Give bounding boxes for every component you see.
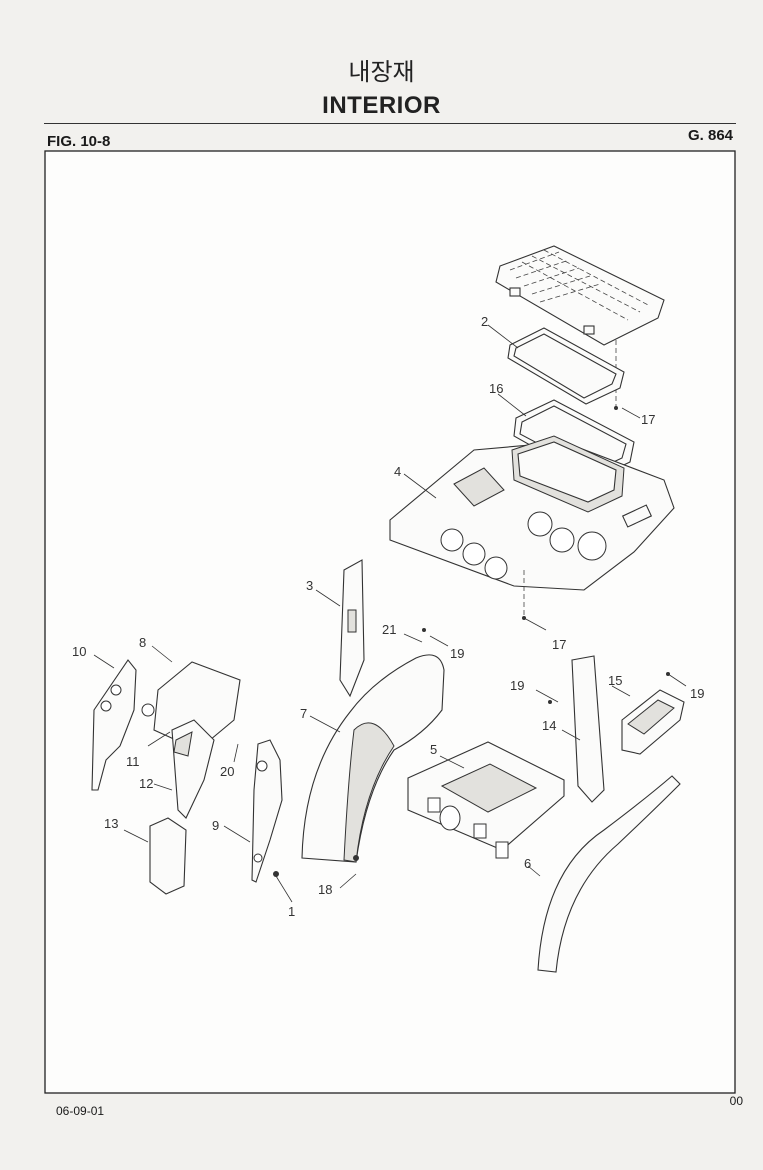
title-english: INTERIOR (322, 92, 441, 119)
callout-15: 15 (608, 673, 622, 688)
callout-2: 2 (481, 314, 488, 329)
part-2-seal (507, 327, 625, 405)
part-10-left-panel (91, 659, 137, 791)
part-6-curved-rail (537, 775, 681, 973)
callout-5: 5 (430, 742, 437, 757)
part-13-bracket (149, 817, 187, 895)
page-number: G. 864 (687, 127, 733, 144)
figure-number: FIG. 10-8 (47, 133, 111, 150)
callout-6: 6 (524, 856, 531, 871)
part-3-pillar-trim (339, 559, 365, 698)
callout-3: 3 (306, 578, 313, 593)
callout-4: 4 (394, 464, 401, 479)
callout-9: 9 (212, 818, 219, 833)
callout-13: 13 (104, 816, 118, 831)
title-korean: 내장재 (348, 58, 415, 86)
callout-19-right: 19 (510, 678, 524, 693)
callout-14: 14 (542, 718, 556, 733)
part-9-side-cover (251, 739, 283, 883)
callout-11: 11 (126, 754, 140, 769)
footer-date-code: 06-09-01 (56, 1104, 105, 1118)
part-15-upper-trim (621, 689, 685, 755)
header-rule (44, 123, 736, 124)
callouts: 2 16 17 4 3 17 21 19 10 8 19 15 19 7 14 … (72, 314, 704, 919)
callout-21: 21 (382, 622, 396, 637)
footer-revision-code: 00 (729, 1094, 743, 1108)
callout-20: 20 (220, 764, 234, 779)
part-4-headliner (389, 435, 675, 591)
callout-18: 18 (318, 882, 332, 897)
callout-1: 1 (288, 904, 295, 919)
leader-lines (93, 324, 687, 903)
callout-17-upper: 17 (641, 412, 655, 427)
callout-17-lower: 17 (552, 637, 566, 652)
part-12-duct (171, 719, 215, 819)
callout-19-far-right: 19 (690, 686, 704, 701)
callout-12: 12 (139, 776, 153, 791)
callout-16: 16 (489, 381, 503, 396)
part-7-side-panel (301, 654, 445, 863)
callout-19-center: 19 (450, 646, 464, 661)
part-14-rear-pillar (571, 655, 605, 803)
part-5-console-frame (407, 741, 565, 859)
diagram-frame: 2 16 17 4 3 17 21 19 10 8 19 15 19 7 14 … (44, 150, 736, 1094)
callout-8: 8 (139, 635, 146, 650)
callout-7: 7 (300, 706, 307, 721)
exploded-parts-diagram: 2 16 17 4 3 17 21 19 10 8 19 15 19 7 14 … (44, 150, 736, 1094)
callout-10: 10 (72, 644, 86, 659)
